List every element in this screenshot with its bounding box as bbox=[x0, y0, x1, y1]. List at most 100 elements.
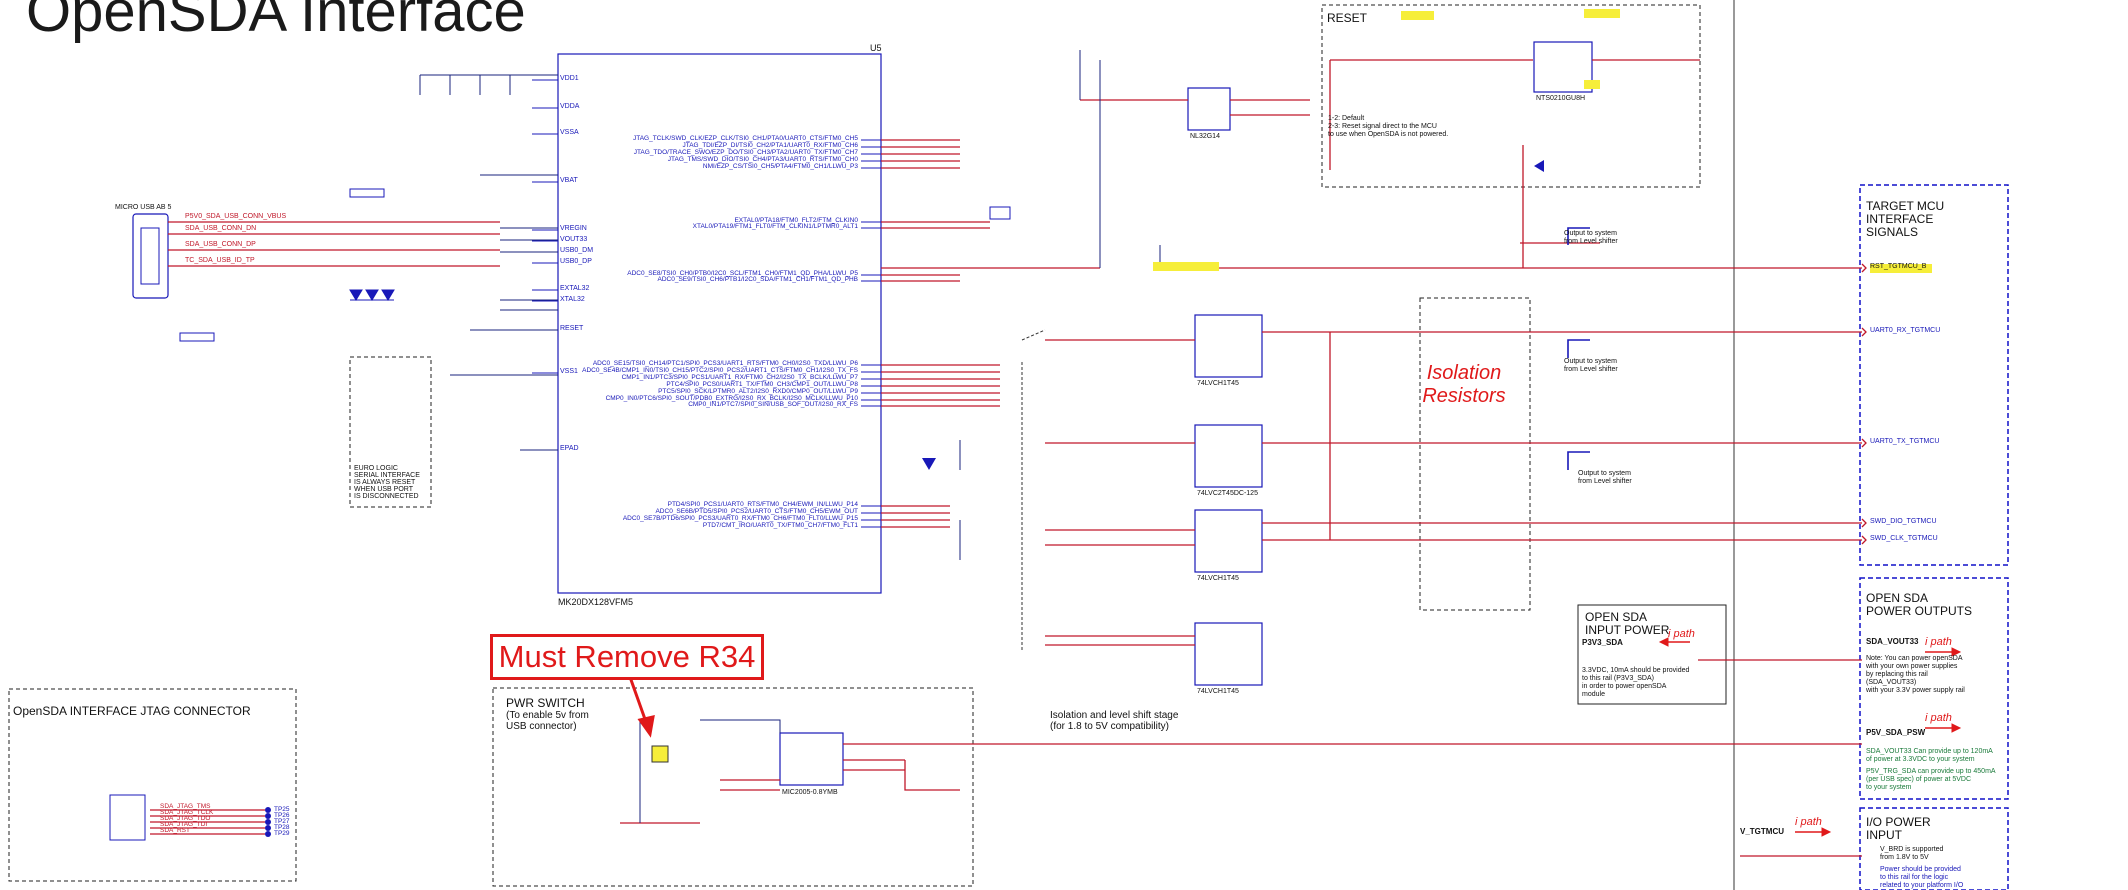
highlight-p3v3 bbox=[1401, 11, 1434, 20]
target-signal-label: RST_TGTMCU_B bbox=[1870, 263, 1927, 270]
input-power-note: 3.3VDC, 10mA should be provided to this … bbox=[1582, 667, 1690, 698]
u11-label: MIC2005-0.8YMB bbox=[782, 789, 838, 796]
io-power-title: I/O POWER INPUT bbox=[1866, 815, 1931, 842]
usb-connector-inner bbox=[140, 227, 160, 285]
reset-section bbox=[1321, 4, 1701, 188]
highlight-rst bbox=[1153, 262, 1219, 271]
target-connector-arrow bbox=[1861, 438, 1867, 448]
mcu-left-pin-label: VBAT bbox=[560, 177, 578, 184]
vout33-capacity: SDA_VOUT33 Can provide up to 120mA of po… bbox=[1866, 748, 1993, 763]
pwr-switch-title: PWR SWITCH bbox=[506, 696, 585, 710]
crystal-y1 bbox=[989, 206, 1011, 220]
vout33-note: Note: You can power openSDA with your ow… bbox=[1866, 655, 1965, 694]
jtag-testpoint-label: TP29 bbox=[274, 830, 290, 837]
mcu-right-pin-label: ADC0_SE6B/PTD5/SPI0_PCS2/UART0_CTS/FTM0_… bbox=[655, 508, 858, 515]
mcu-right-pin-label: ADC0_SE15/TSI0_CH14/PTC1/SPI0_PCS3/UART1… bbox=[592, 360, 858, 367]
io-note-2: Power should be provided to this rail fo… bbox=[1880, 866, 1964, 889]
jtag-testpoint-label: TP28 bbox=[274, 824, 290, 831]
target-arrows bbox=[1861, 263, 1867, 545]
jtag-testpoint-dot bbox=[265, 807, 271, 813]
buffer-label: NL32G14 bbox=[1190, 133, 1220, 140]
esd-diode-array bbox=[349, 289, 395, 301]
jtag-net-label: SDA_JTAG_TDI bbox=[160, 821, 208, 828]
mcu-left-pin-label: VDDA bbox=[560, 103, 580, 110]
psw-capacity: P5V_TRG_SDA can provide up to 450mA (per… bbox=[1866, 768, 1996, 791]
target-connector-arrow bbox=[1861, 327, 1867, 337]
reset-title: RESET bbox=[1327, 11, 1368, 25]
mcu-u5-body bbox=[557, 53, 882, 594]
input-power-title: OPEN SDA INPUT POWER bbox=[1585, 610, 1670, 637]
u12-label: 74LVCH1T45 bbox=[1197, 575, 1239, 582]
target-signal-label: SWD_DIO_TGTMCU bbox=[1870, 518, 1937, 525]
pwr-switch-note: (To enable 5v from USB connector) bbox=[506, 710, 589, 732]
jtag-net-label: SDA_JTAG_TCLK bbox=[160, 809, 214, 816]
target-signal-label: UART0_RX_TGTMCU bbox=[1870, 327, 1941, 334]
u3-label: NTS0210GU8H bbox=[1536, 95, 1586, 102]
euro-logic-note: EURO LOGIC SERIAL INTERFACE IS ALWAYS RE… bbox=[354, 465, 420, 500]
level-translator-u3 bbox=[1533, 41, 1593, 93]
mcu-right-pin-label: CMP0_IN0/PTC6/SPI0_SOUT/PDB0_EXTRG/I2S0_… bbox=[605, 395, 858, 402]
u2-label: 74LVCH1T45 bbox=[1197, 688, 1239, 695]
target-mcu-section bbox=[1859, 184, 2009, 566]
jtag-net-label: SDA_JTAG_TDO bbox=[160, 815, 211, 822]
mcu-left-pins bbox=[532, 79, 558, 451]
target-mcu-title: TARGET MCU INTERFACE SIGNALS bbox=[1866, 199, 1945, 239]
jtag-testpoints bbox=[265, 807, 271, 837]
jtag-testpoint-label: TP26 bbox=[274, 812, 290, 819]
u10-label: 74LVC2T45DC-125 bbox=[1197, 490, 1258, 497]
system-arrow-2 bbox=[1567, 339, 1590, 358]
callout-arrow bbox=[628, 676, 655, 738]
highlight-target-rst bbox=[1870, 264, 1932, 273]
jtag-testpoint-dot bbox=[265, 813, 271, 819]
mcu-left-pin-label: USB0_DP bbox=[560, 258, 592, 265]
isolation-resistors-label: Isolation Resistors bbox=[1422, 362, 1506, 407]
mcu-right-pin-label: XTAL0/PTA19/FTM1_FLT0/FTM_CLKIN1/LPTMR0_… bbox=[692, 223, 858, 230]
mcu-right-pin-label: PTC4/SPI0_PCS0/UART1_TX/FTM0_CH3/CMP1_OU… bbox=[666, 381, 858, 388]
led-d2 bbox=[922, 458, 936, 470]
isolation-resistor-box bbox=[1419, 297, 1531, 611]
usb-connector bbox=[132, 213, 169, 299]
usb-label: MICRO USB AB 5 bbox=[115, 204, 172, 211]
mcu-ref: U5 bbox=[870, 43, 882, 53]
usb-net-label: SDA_USB_CONN_DP bbox=[185, 241, 256, 248]
mcu-left-pin-label: USB0_DM bbox=[560, 247, 594, 254]
usb-nets bbox=[168, 221, 175, 267]
i-path-label-4: i path bbox=[1795, 816, 1822, 828]
jtag-title: OpenSDA INTERFACE JTAG CONNECTOR bbox=[13, 704, 251, 718]
jtag-section bbox=[8, 688, 297, 882]
switch-u11 bbox=[779, 732, 844, 786]
target-signal-label: SWD_CLK_TGTMCU bbox=[1870, 535, 1938, 542]
euro-logic-box bbox=[349, 356, 432, 508]
mcu-right-pin-label: JTAG_TDO/TRACE_SWO/EZP_DO/TSI0_CH3/PTA2/… bbox=[633, 149, 858, 156]
power-outputs-section bbox=[1859, 577, 2009, 800]
mcu-left-pin-label: EPAD bbox=[560, 445, 579, 452]
isolation-stage-caption: Isolation and level shift stage (for 1.8… bbox=[1050, 710, 1179, 732]
pwr-switch-section bbox=[492, 687, 974, 887]
jtag-testpoint-label: TP25 bbox=[274, 806, 290, 813]
level-shifter-u10 bbox=[1194, 424, 1263, 488]
mcu-right-pin-label: EXTAL0/PTA18/FTM0_FLT2/FTM_CLKIN0 bbox=[734, 217, 858, 224]
psw-signal: P5V_SDA_PSW bbox=[1866, 728, 1926, 737]
mcu-right-pin-label: CMP1_IN1/PTC3/SPI0_PCS1/UART1_RX/FTM0_CH… bbox=[621, 374, 858, 381]
mcu-left-pin-label: VDD1 bbox=[560, 75, 579, 82]
level-shifter-note-3: Output to system from Level shifter bbox=[1578, 470, 1632, 485]
target-connector-arrow bbox=[1861, 535, 1867, 545]
target-connector-arrow bbox=[1861, 263, 1867, 273]
level-shifter-u2 bbox=[1194, 622, 1263, 686]
level-shifter-note-2: Output to system from Level shifter bbox=[1564, 358, 1618, 373]
mcu-left-pin-label: EXTAL32 bbox=[560, 285, 590, 292]
mcu-right-pin-label: JTAG_TMS/SWD_DIO/TSI0_CH4/PTA3/UART0_RTS… bbox=[667, 156, 858, 163]
mcu-right-pin-label: JTAG_TCLK/SWD_CLK/EZP_CLK/TSI0_CH1/PTA0/… bbox=[632, 135, 858, 142]
mcu-left-pin-label: VSS1 bbox=[560, 368, 578, 375]
led-d1 bbox=[1534, 160, 1544, 172]
level-shifter-u7 bbox=[1194, 314, 1263, 378]
jtag-net-label: SDA_JTAG_TMS bbox=[160, 803, 211, 810]
p3v3-signal: P3V3_SDA bbox=[1582, 638, 1623, 647]
mcu-left-pin-label: XTAL32 bbox=[560, 296, 585, 303]
highlight-r34 bbox=[651, 745, 669, 763]
io-power-section bbox=[1859, 807, 2009, 890]
target-signal-label: UART0_TX_TGTMCU bbox=[1870, 438, 1940, 445]
jtag-testpoint-dot bbox=[265, 819, 271, 825]
level-shifter-u12 bbox=[1194, 509, 1263, 573]
mcu-right-pin-label: JTAG_TDI/EZP_DI/TSI0_CH2/PTA1/UART0_RX/F… bbox=[682, 142, 858, 149]
